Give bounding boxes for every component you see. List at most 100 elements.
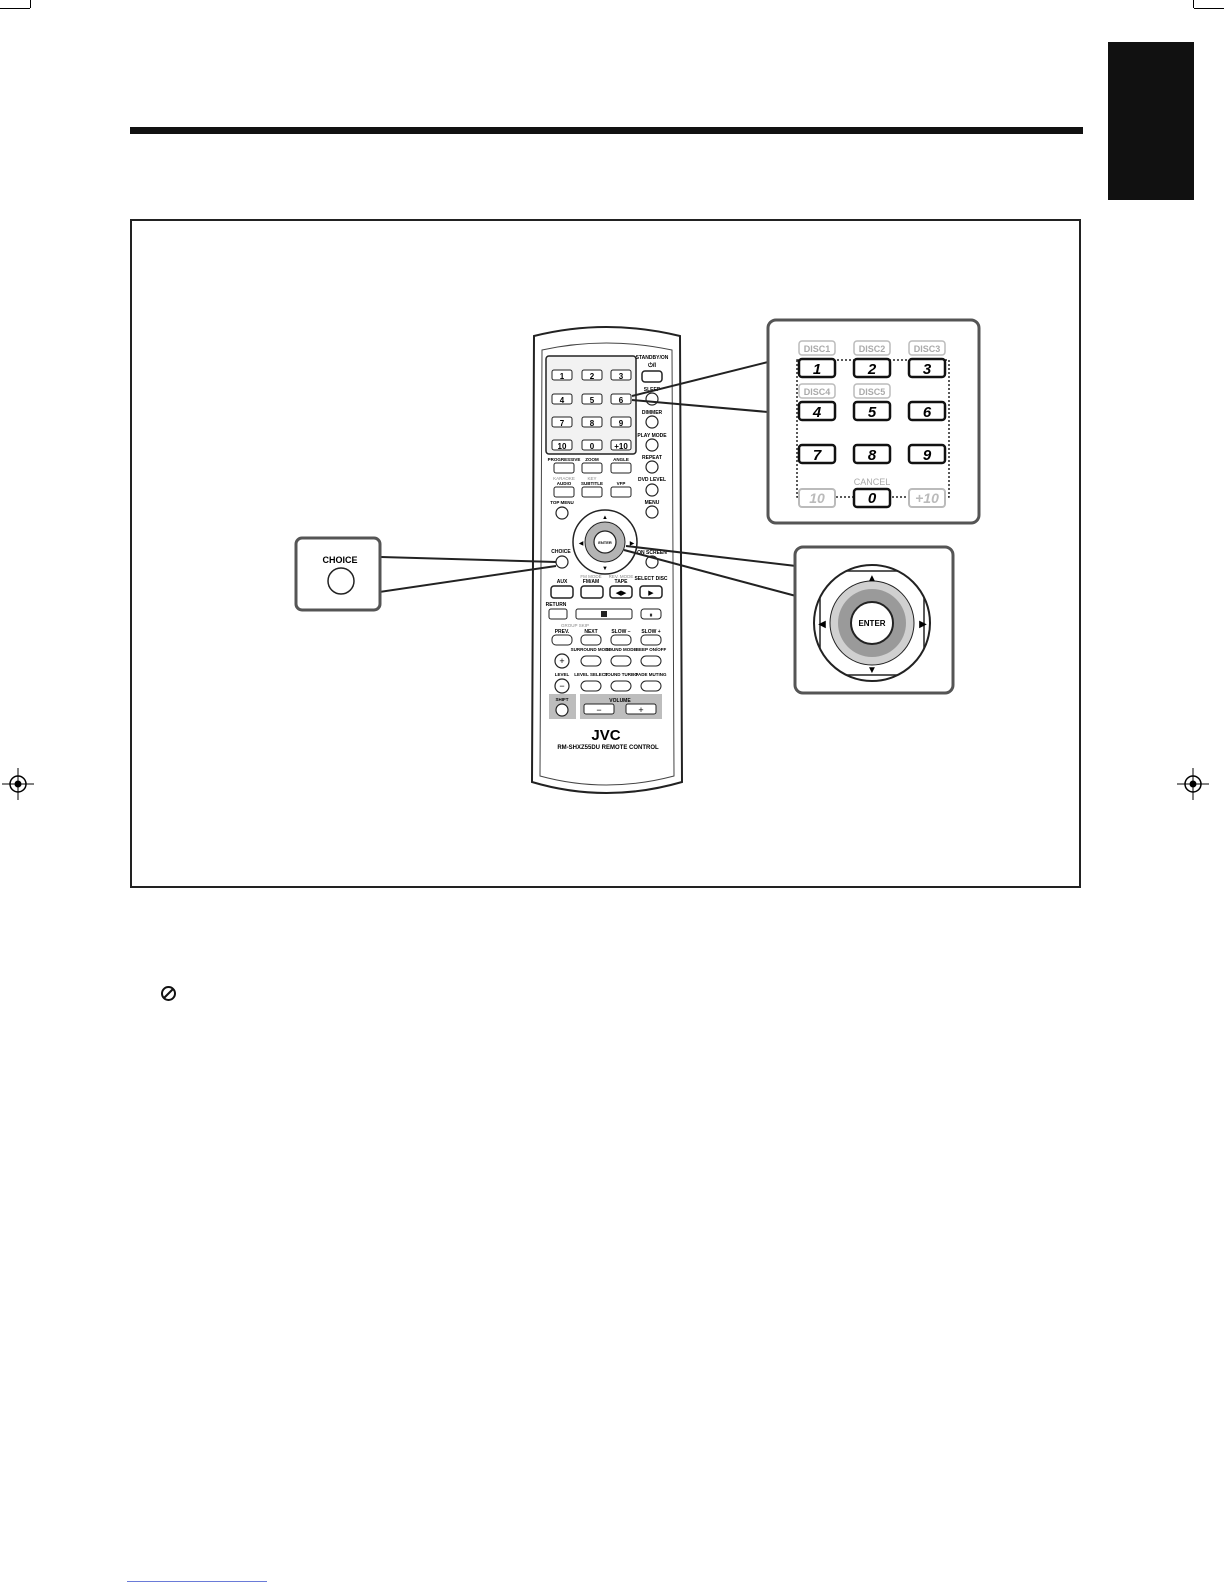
numpad-callout: DISC1 DISC2 DISC3 DISC4 DISC5 1 2 3 4 5 … — [766, 318, 981, 525]
svg-text:◀▶: ◀▶ — [616, 590, 627, 597]
brand-logo: JVC — [591, 727, 620, 744]
crop-mark — [30, 0, 31, 8]
svg-text:+: + — [638, 705, 643, 715]
zoom-key-10: 10 — [809, 490, 825, 506]
rev-mode-label: REV. MODE — [609, 574, 634, 579]
remote-key-2-label: 2 — [590, 372, 595, 381]
zoom-key-4: 4 — [812, 404, 822, 421]
select-disc-label: SELECT DISC — [634, 576, 667, 582]
enter-button[interactable]: ENTER — [858, 619, 885, 628]
subtitle-label: SUBTITLE — [581, 481, 603, 486]
dpad-callout: ENTER ▲ ▼ ◀ ▶ — [793, 545, 955, 695]
remote-key-9-label: 9 — [619, 419, 624, 428]
remote-key-1-label: 1 — [560, 372, 565, 381]
model-label: RM-SHXZ55DU REMOTE CONTROL — [557, 745, 659, 751]
beep-label: BEEP ON/OFF — [636, 647, 667, 652]
sound-mode-label: SOUND MODE — [605, 647, 636, 652]
audio-label: AUDIO — [557, 481, 572, 486]
arrow-left-button[interactable]: ◀ — [818, 619, 826, 630]
remote-enter-label: ENTER — [598, 540, 612, 545]
remote-key-6-label: 6 — [619, 396, 624, 405]
standby-symbol: ⏻/I — [648, 362, 656, 369]
next-label: NEXT — [584, 629, 597, 635]
fade-muting-label: FADE MUTING — [636, 672, 667, 677]
top-menu-label: TOP MENU — [550, 500, 574, 505]
slow-plus-label: SLOW + — [641, 629, 660, 635]
sound-turbo-label: SOUND TURBO — [604, 672, 638, 677]
registration-mark-right — [1177, 768, 1209, 800]
arrow-down-button[interactable]: ▼ — [867, 665, 877, 676]
crop-mark — [1193, 0, 1194, 8]
standby-label: STANDBY/ON — [636, 355, 669, 361]
choice-callout: CHOICE — [294, 536, 382, 612]
remote-key-0-label: 0 — [590, 442, 595, 451]
language-side-tab — [1108, 42, 1194, 200]
level-select-label: LEVEL SELECT — [574, 672, 608, 677]
cancel-label: CANCEL — [854, 477, 891, 487]
karaoke-label: KARAOKE — [553, 476, 575, 481]
remote-brand: JVC RM-SHXZ55DU REMOTE CONTROL — [557, 727, 659, 751]
remote-arrow-down: ▼ — [602, 566, 608, 572]
level-label: LEVEL — [555, 672, 570, 677]
remote-choice-label: CHOICE — [551, 549, 571, 555]
remote-arrow-up: ▲ — [602, 515, 608, 521]
fmam-label: FM/AM — [583, 579, 599, 585]
remote-sound-rows: SURROUND MODE SOUND MODE BEEP ON/OFF + L… — [554, 647, 667, 694]
zoom-key-6: 6 — [923, 404, 932, 421]
remote-function-rows: PROGRESSIVE ZOOM ANGLE KARAOKE AUDIO KEY… — [548, 457, 632, 520]
svg-text:⏸: ⏸ — [649, 612, 653, 619]
remote-key-5-label: 5 — [590, 396, 595, 405]
remote-key-3-label: 3 — [619, 372, 624, 381]
remote-volume-area: SHIFT VOLUME − + — [549, 694, 662, 719]
tape-label: TAPE — [615, 579, 629, 585]
fm-mode-label: FM MODE — [580, 574, 601, 579]
zoom-key-plus10: +10 — [915, 490, 939, 506]
crop-mark — [1194, 8, 1224, 9]
disc2-label: DISC2 — [859, 344, 886, 354]
prev-label: PREV. — [555, 629, 570, 635]
remote-numpad: 1 2 3 4 5 6 7 8 9 10 0 +10 — [551, 369, 632, 451]
callout-leader-lines — [378, 361, 797, 597]
dimmer-label: DIMMER — [642, 410, 663, 416]
zoom-key-5: 5 — [868, 404, 877, 421]
group-skip-label: GROUP SKIP — [561, 623, 589, 628]
remote-transport: RETURN ⏸ GROUP SKIP PREV. NEXT SLOW − SL… — [546, 602, 662, 646]
shift-label: SHIFT — [556, 697, 569, 702]
key-label: KEY — [587, 476, 596, 481]
angle-label: ANGLE — [613, 457, 629, 462]
arrow-right-button[interactable]: ▶ — [919, 619, 927, 630]
disc4-label: DISC4 — [804, 387, 831, 397]
zoom-key-8: 8 — [868, 447, 877, 464]
remote-source-row: AUX FM MODE FM/AM REV. MODE TAPE SELECT … — [550, 574, 668, 599]
zoom-key-9: 9 — [923, 447, 932, 464]
menu-label: MENU — [645, 500, 660, 506]
remote-key-4-label: 4 — [560, 396, 565, 405]
zoom-key-2: 2 — [867, 361, 877, 378]
svg-text:−: − — [559, 681, 564, 691]
volume-label: VOLUME — [609, 698, 631, 704]
svg-text:+: + — [559, 656, 564, 666]
progressive-label: PROGRESSIVE — [548, 457, 581, 462]
onscreen-label: ON SCREEN — [637, 550, 667, 556]
aux-label: AUX — [557, 579, 568, 585]
remote-key-8-label: 8 — [590, 419, 595, 428]
return-label: RETURN — [546, 602, 567, 608]
zoom-label: ZOOM — [585, 457, 599, 462]
remote-dpad: ENTER ▲ ▼ ◀ ▶ CHOICE — [551, 509, 638, 575]
remote-arrow-right: ▶ — [630, 541, 635, 547]
vfp-label: VFP — [617, 481, 626, 486]
footer-link-underline — [127, 1581, 267, 1582]
zoom-key-3: 3 — [923, 361, 932, 378]
arrow-up-button[interactable]: ▲ — [867, 573, 877, 584]
zoom-key-7: 7 — [813, 447, 822, 464]
disc3-label: DISC3 — [914, 344, 941, 354]
crop-mark — [0, 8, 30, 9]
remote-key-7-label: 7 — [560, 419, 565, 428]
prohibited-icon — [161, 986, 176, 1001]
choice-button[interactable] — [327, 567, 355, 595]
figure-frame — [130, 219, 1081, 888]
remote-key-plus10-label: +10 — [614, 442, 628, 451]
remote-key-10-label: 10 — [558, 442, 567, 451]
slow-minus-label: SLOW − — [611, 629, 630, 635]
